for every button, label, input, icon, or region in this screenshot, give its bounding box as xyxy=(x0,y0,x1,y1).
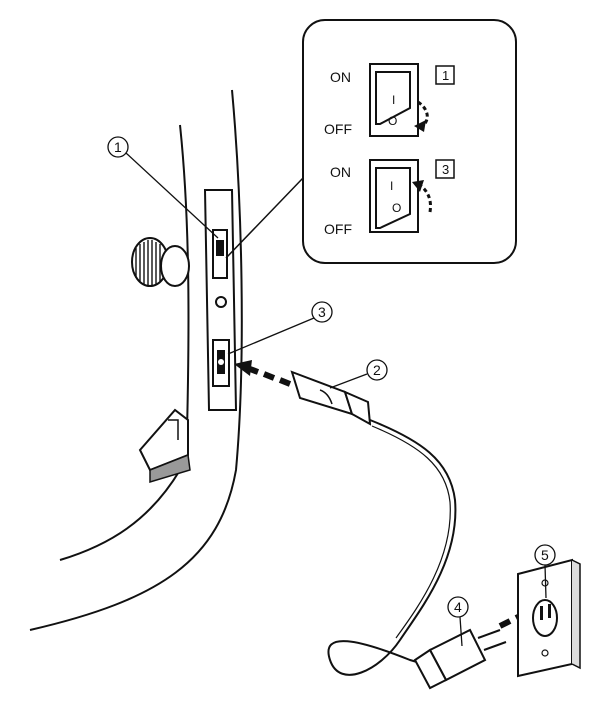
indicator-light xyxy=(215,296,227,308)
wall-plug xyxy=(413,628,507,690)
on-label-bottom: ON xyxy=(330,164,351,180)
callout-2: 2 xyxy=(329,359,388,389)
on-label-top: ON xyxy=(330,69,351,85)
step-box-top: 1 xyxy=(435,65,455,85)
svg-text:3: 3 xyxy=(442,162,449,177)
switch-inset: I O ON OFF 1 I O ON OFF 3 xyxy=(225,19,517,264)
handwheel xyxy=(131,237,190,287)
svg-text:2: 2 xyxy=(373,362,381,378)
inset-leader-line xyxy=(225,177,304,259)
svg-text:3: 3 xyxy=(318,304,326,320)
machine-inner-edge xyxy=(179,124,190,471)
svg-text:1: 1 xyxy=(114,139,122,155)
step-box-bottom: 3 xyxy=(435,159,455,179)
power-socket xyxy=(212,339,230,387)
off-label-bottom: OFF xyxy=(324,221,352,237)
switch-on-illustration: I O xyxy=(369,159,432,233)
arrow-head-socket xyxy=(234,360,252,376)
power-switch[interactable] xyxy=(212,229,228,279)
svg-text:5: 5 xyxy=(541,547,549,563)
svg-text:1: 1 xyxy=(442,68,449,83)
callout-3: 3 xyxy=(227,301,333,355)
off-label-top: OFF xyxy=(324,121,352,137)
wall-outlet xyxy=(517,558,581,678)
insert-arrow-socket xyxy=(248,366,292,387)
machine-plug xyxy=(290,370,372,426)
sewing-machine-body xyxy=(29,89,243,631)
machine-lower-sweep xyxy=(59,469,181,561)
side-panel xyxy=(203,189,238,411)
switch-off-mark-top: O xyxy=(388,114,397,128)
switch-on-mark-top: I xyxy=(392,93,395,107)
callout-4: 4 xyxy=(447,596,469,647)
switch-off-mark-bottom: O xyxy=(392,201,401,215)
power-cord-inner xyxy=(371,425,451,639)
callout-5: 5 xyxy=(534,544,556,599)
svg-text:4: 4 xyxy=(454,599,462,615)
switch-off-illustration: I O xyxy=(369,63,429,137)
machine-outer-edge xyxy=(29,89,243,631)
power-cord xyxy=(327,419,457,676)
callout-1: 1 xyxy=(107,136,219,239)
switch-on-mark-bottom: I xyxy=(390,179,393,193)
presser-lever xyxy=(138,408,191,484)
